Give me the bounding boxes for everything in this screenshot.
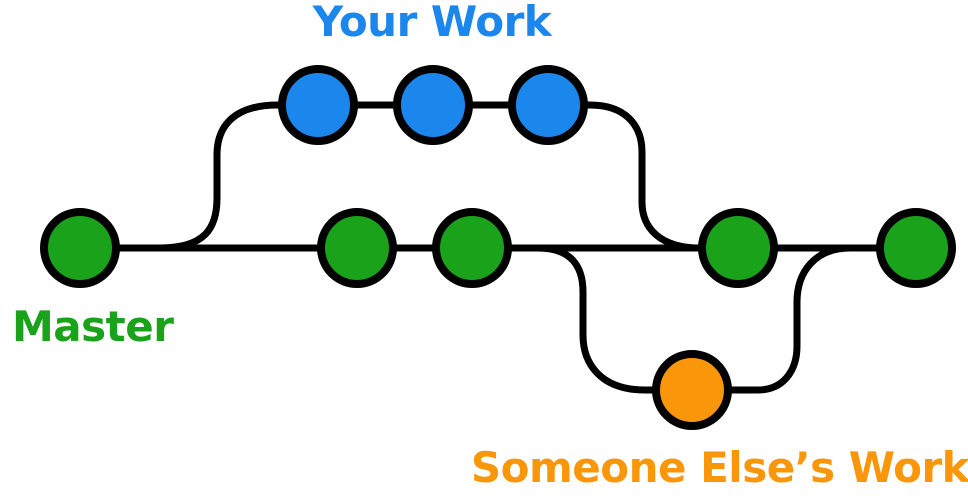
master-commit-node xyxy=(432,208,512,288)
your-work-commit-node xyxy=(393,65,473,145)
someone-else-branch-line xyxy=(537,244,851,394)
your-work-branch-label: Your Work xyxy=(312,0,552,46)
master-commit-node xyxy=(317,208,397,288)
your-work-commit-node xyxy=(508,65,588,145)
someone-else-commit-node xyxy=(652,350,732,430)
master-branch-label: Master xyxy=(12,302,174,351)
your-work-commit-node xyxy=(278,65,358,145)
master-commit-node xyxy=(698,208,778,288)
master-commit-node xyxy=(40,208,120,288)
master-commit-node xyxy=(876,208,956,288)
someone-elses-work-branch-label: Someone Else’s Work xyxy=(470,443,968,492)
